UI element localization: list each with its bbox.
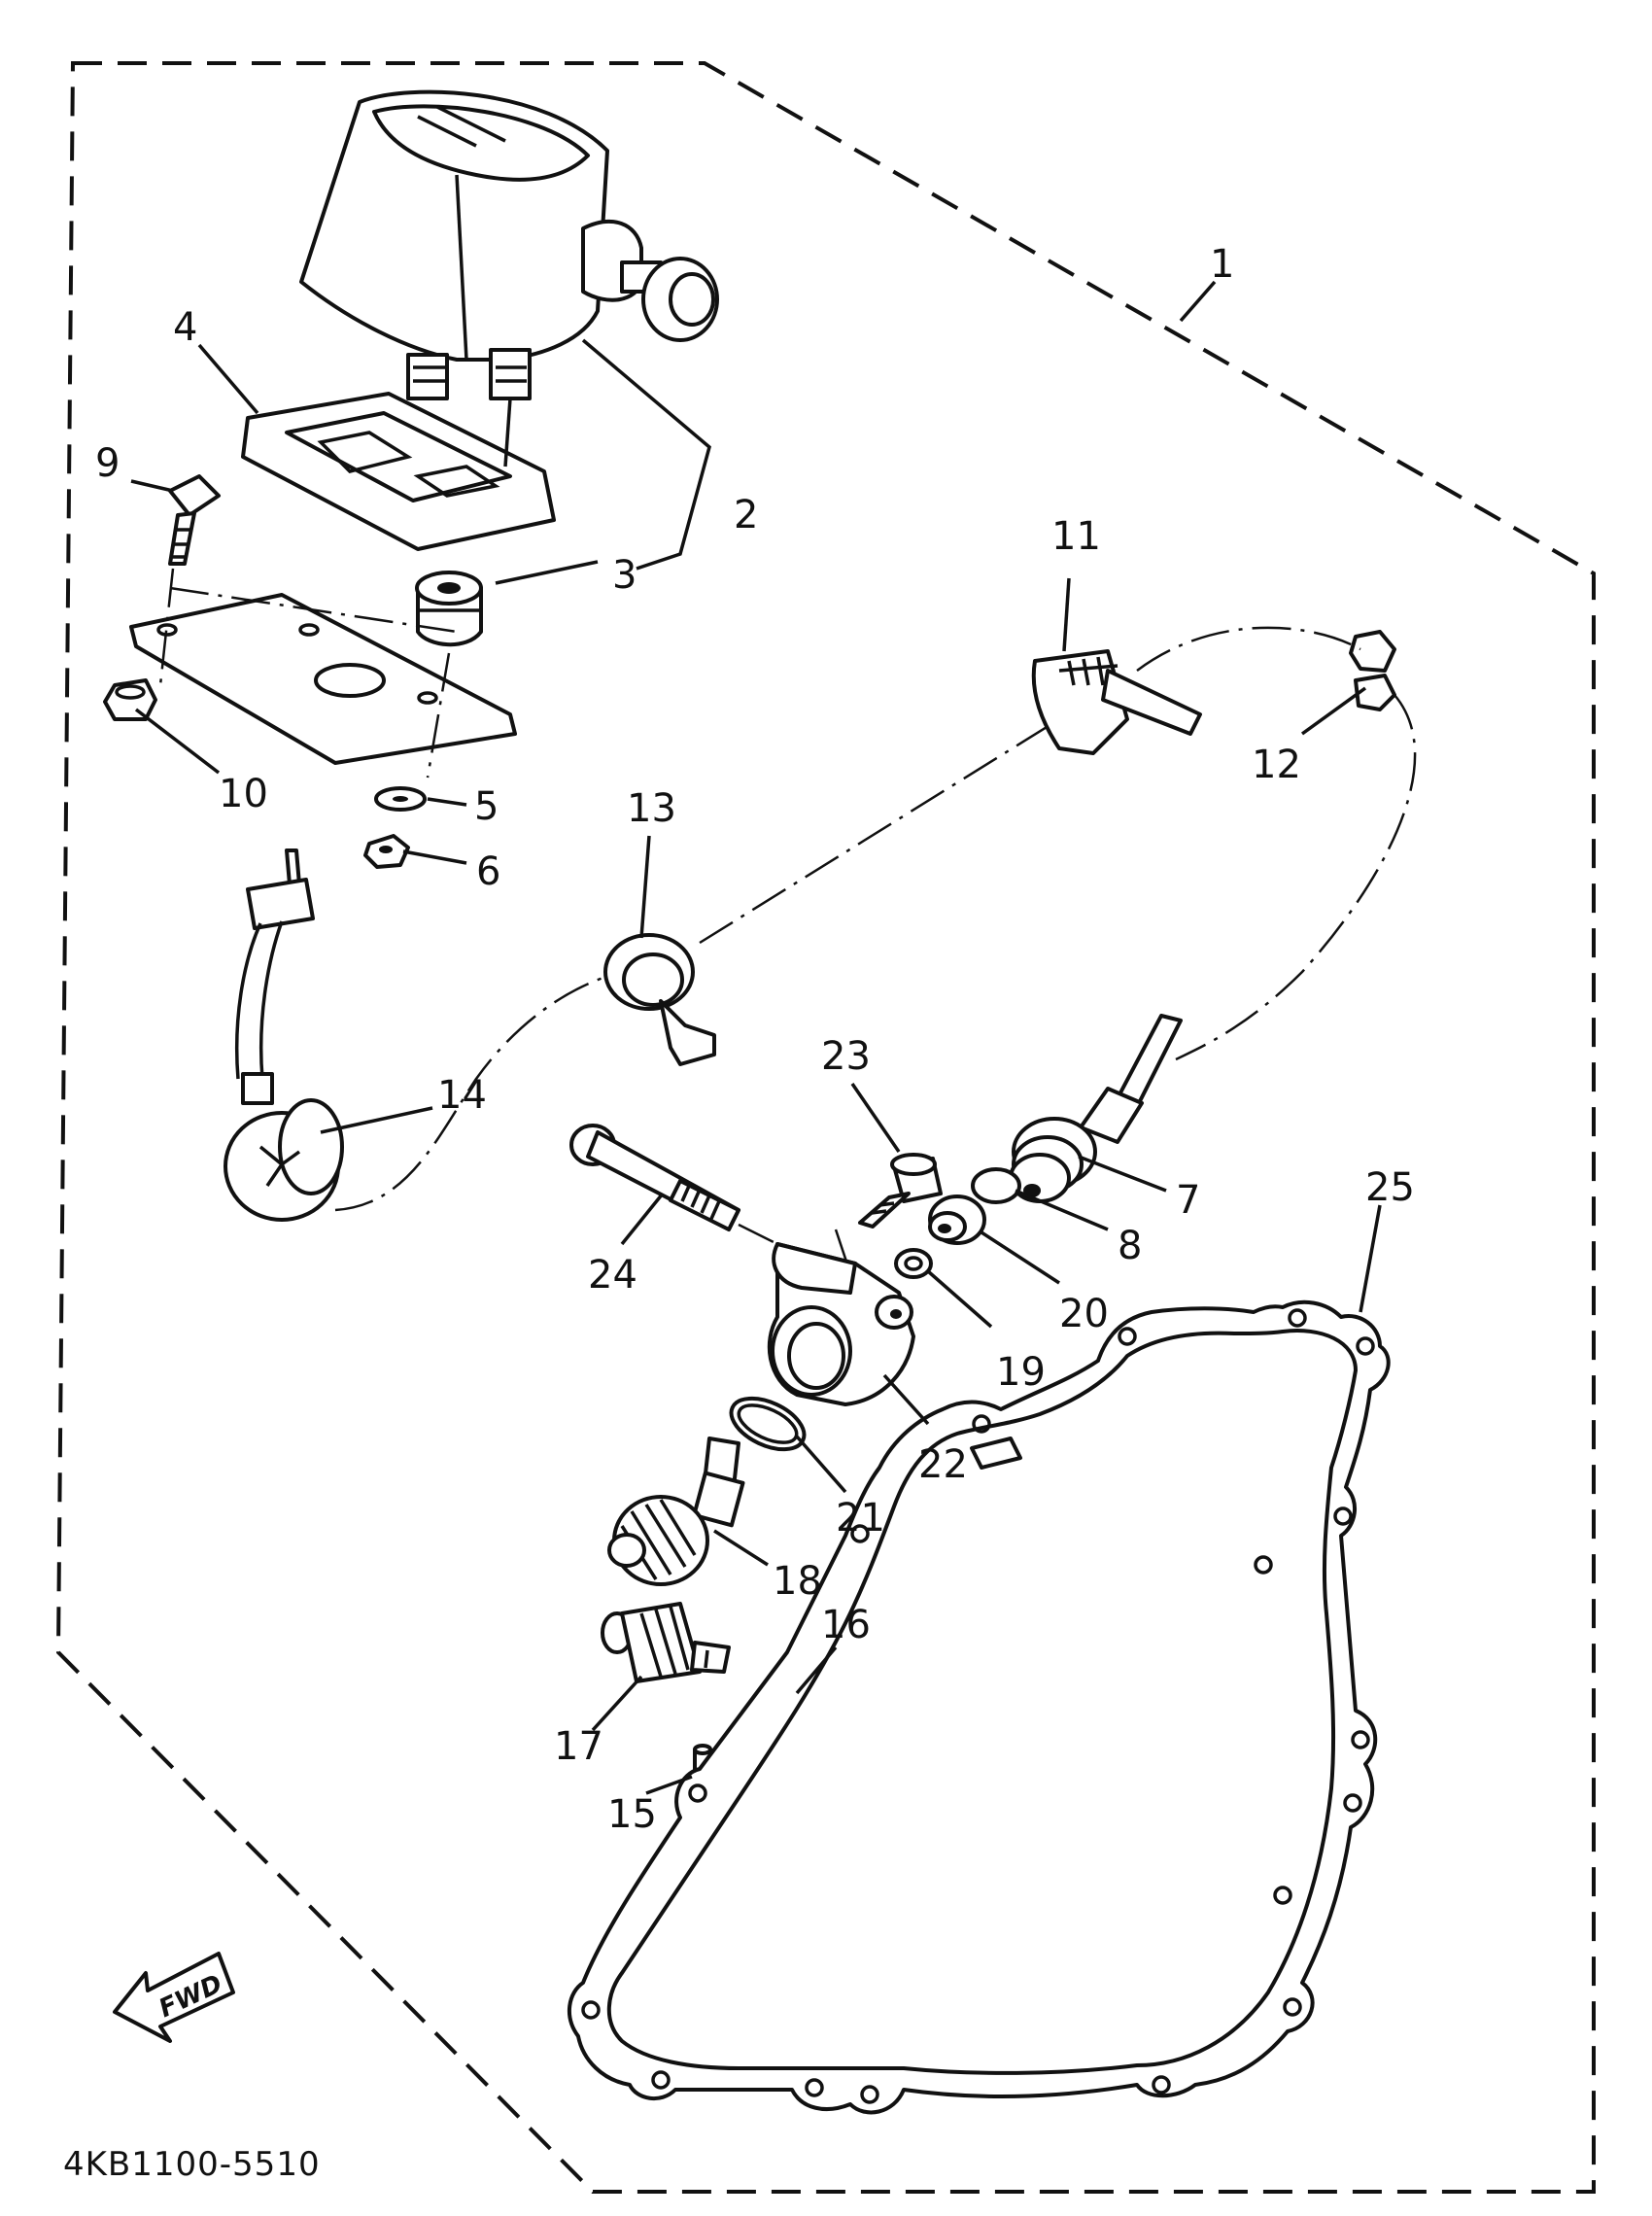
bearing-20 bbox=[928, 1195, 986, 1245]
assembly-boundary bbox=[55, 61, 1596, 2194]
callout-5: 5 bbox=[474, 784, 499, 829]
forward-arrow-icon: FWD bbox=[113, 1952, 235, 2043]
callout-9: 9 bbox=[95, 441, 120, 486]
callout-16: 16 bbox=[821, 1603, 871, 1647]
screw-23 bbox=[834, 1153, 943, 1303]
callout-20: 20 bbox=[1059, 1292, 1109, 1336]
callout-10: 10 bbox=[219, 772, 268, 816]
meter-bracket bbox=[241, 392, 556, 551]
callout-19: 19 bbox=[996, 1350, 1046, 1395]
bolt-24 bbox=[569, 1124, 778, 1246]
mounting-plate bbox=[129, 586, 517, 765]
callout-1: 1 bbox=[1210, 242, 1234, 287]
washer-19 bbox=[894, 1248, 933, 1279]
grommet-3 bbox=[415, 571, 483, 647]
gear-17 bbox=[601, 1602, 731, 1683]
callout-2: 2 bbox=[734, 493, 758, 537]
clip-12 bbox=[1136, 626, 1417, 1061]
meter-assembly bbox=[299, 89, 719, 400]
clamp-band-11 bbox=[1031, 649, 1202, 755]
callout-18: 18 bbox=[773, 1559, 822, 1604]
callout-22: 22 bbox=[918, 1442, 968, 1487]
gasket-25 bbox=[567, 1299, 1391, 2115]
bolt-9 bbox=[168, 474, 221, 566]
callout-13: 13 bbox=[627, 786, 676, 831]
gear-18 bbox=[607, 1437, 745, 1586]
leader-lines bbox=[130, 280, 1382, 1795]
callout-21: 21 bbox=[836, 1496, 885, 1541]
o-ring-21 bbox=[729, 1396, 807, 1452]
callout-17: 17 bbox=[554, 1724, 603, 1769]
callout-4: 4 bbox=[173, 305, 197, 350]
speedometer-cable bbox=[224, 848, 623, 1222]
callout-12: 12 bbox=[1252, 743, 1301, 787]
callouts: 1 2 3 4 5 6 7 8 9 10 11 12 13 14 15 16 1… bbox=[95, 242, 1415, 1837]
callout-11: 11 bbox=[1051, 514, 1101, 559]
callout-15: 15 bbox=[607, 1792, 657, 1837]
cable-fitting-7 bbox=[1009, 1014, 1183, 1203]
washer-5 bbox=[374, 786, 427, 812]
callout-8: 8 bbox=[1118, 1224, 1142, 1268]
gear-housing-22 bbox=[767, 1242, 915, 1406]
callout-14: 14 bbox=[437, 1073, 487, 1118]
drawing-code: 4KB1100-5510 bbox=[63, 2145, 321, 2184]
callout-25: 25 bbox=[1365, 1165, 1415, 1210]
callout-3: 3 bbox=[612, 553, 637, 598]
clamp-13 bbox=[603, 717, 1060, 1066]
callout-23: 23 bbox=[821, 1034, 871, 1079]
callout-6: 6 bbox=[476, 849, 500, 894]
callout-24: 24 bbox=[588, 1253, 637, 1298]
nut-10 bbox=[103, 678, 157, 721]
nut-6 bbox=[363, 834, 410, 869]
callout-7: 7 bbox=[1176, 1178, 1200, 1223]
o-ring-8 bbox=[971, 1167, 1021, 1204]
